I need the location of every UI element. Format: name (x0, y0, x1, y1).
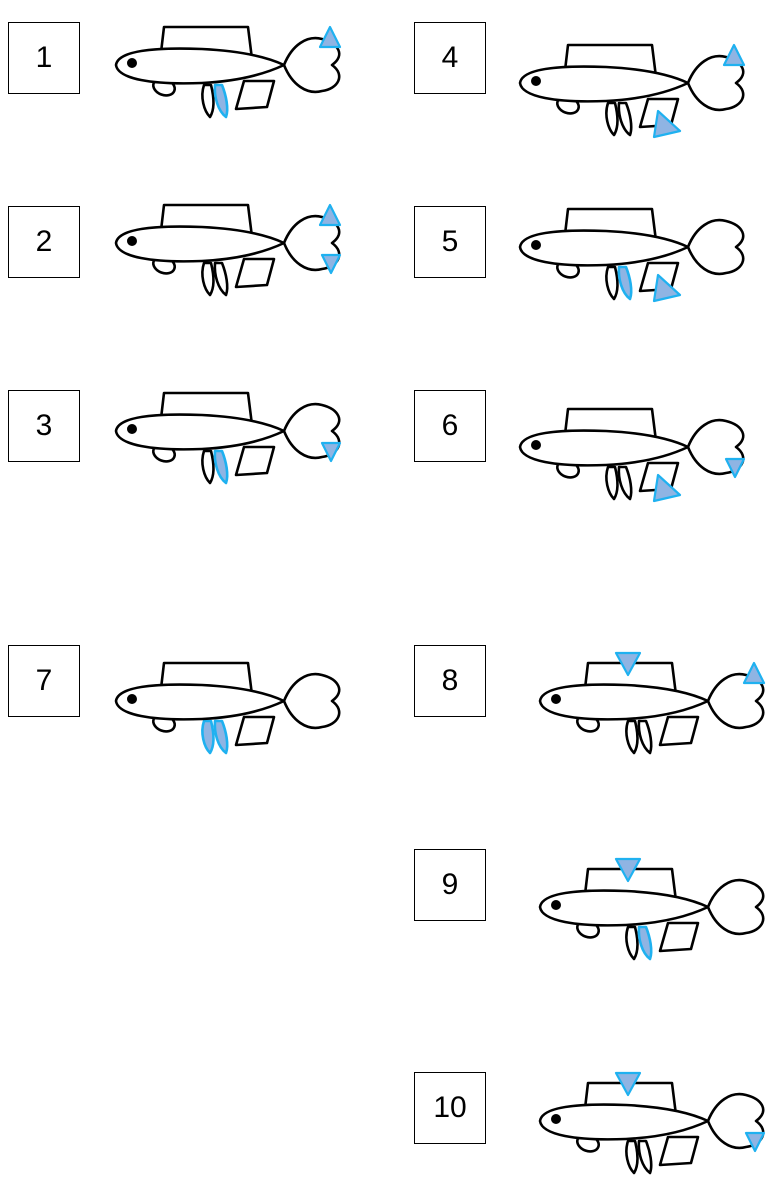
fish-eye (531, 440, 541, 450)
fish-body (540, 685, 708, 720)
fish-drawing (112, 10, 352, 130)
fish-eye (551, 900, 561, 910)
fish-drawing (112, 646, 352, 766)
item-number-label: 10 (433, 1091, 466, 1125)
ventral-rear-fin (236, 259, 274, 287)
ventral-front-fin-left-lobe (606, 267, 617, 299)
fish-drawing (112, 188, 352, 308)
tail-top-marker (320, 27, 340, 47)
item-number-box: 10 (414, 1072, 486, 1144)
item-number-label: 5 (442, 225, 459, 259)
ventral-front-fin-right-lobe (619, 467, 631, 499)
fish-drawing (536, 852, 776, 972)
ventral-front-fin-right-lobe (619, 103, 631, 135)
item-number-label: 4 (442, 41, 459, 75)
fish-eye (531, 76, 541, 86)
item-number-label: 2 (36, 225, 53, 259)
fish-eye (127, 694, 137, 704)
ventral-front-fin-right-lobe (215, 85, 227, 117)
fish-eye (551, 1114, 561, 1124)
fish-body (116, 685, 284, 720)
fish-drawing (516, 192, 756, 312)
item-number-box: 7 (8, 645, 80, 717)
ventral-front-fin-left-lobe (202, 85, 213, 117)
tail-top-marker (724, 45, 744, 65)
fish-eye (127, 58, 137, 68)
item-number-box: 4 (414, 22, 486, 94)
ventral-front-fin-left-lobe (626, 927, 637, 959)
ventral-front-fin-left-lobe (606, 467, 617, 499)
item-number-label: 8 (442, 664, 459, 698)
fish-drawing (516, 392, 756, 512)
fish-drawing (112, 376, 352, 496)
ventral-front-fin-right-lobe (215, 721, 227, 753)
item-number-box: 8 (414, 645, 486, 717)
item-number-box: 2 (8, 206, 80, 278)
item-number-box: 5 (414, 206, 486, 278)
ventral-front-fin-right-lobe (639, 1141, 651, 1173)
ventral-front-fin-left-lobe (626, 1141, 637, 1173)
item-number-label: 1 (36, 41, 53, 75)
ventral-front-fin-left-lobe (626, 721, 637, 753)
item-number-box: 1 (8, 22, 80, 94)
ventral-front-fin-left-lobe (606, 103, 617, 135)
ventral-front-fin-left-lobe (202, 263, 213, 295)
fish-body (540, 891, 708, 926)
fish-drawing (516, 28, 756, 148)
fish-body (116, 415, 284, 450)
item-number-label: 9 (442, 868, 459, 902)
tail-top-marker (744, 663, 764, 683)
ventral-front-fin-left-lobe (202, 721, 213, 753)
fish-drawing (536, 1066, 776, 1186)
item-number-label: 3 (36, 409, 53, 443)
item-number-box: 6 (414, 390, 486, 462)
ventral-rear-fin (236, 717, 274, 745)
fish-eye (531, 240, 541, 250)
ventral-rear-fin (236, 81, 274, 109)
fish-body (520, 231, 688, 266)
item-number-box: 9 (414, 849, 486, 921)
fish-body (520, 431, 688, 466)
tail-top-marker (320, 205, 340, 225)
ventral-rear-fin (660, 1137, 698, 1165)
fish-drawing (536, 646, 776, 766)
ventral-front-fin-right-lobe (619, 267, 631, 299)
ventral-rear-fin (660, 717, 698, 745)
fish-eye (127, 424, 137, 434)
tail-fin (284, 674, 339, 728)
item-number-label: 7 (36, 664, 53, 698)
ventral-front-fin-left-lobe (202, 451, 213, 483)
ventral-front-fin-right-lobe (215, 263, 227, 295)
fish-body (540, 1105, 708, 1140)
tail-fin (708, 880, 763, 934)
fish-eye (551, 694, 561, 704)
fish-body (520, 67, 688, 102)
fish-eye (127, 236, 137, 246)
ventral-front-fin-right-lobe (215, 451, 227, 483)
ventral-rear-fin (236, 447, 274, 475)
item-number-label: 6 (442, 409, 459, 443)
ventral-front-fin-right-lobe (639, 721, 651, 753)
fish-body (116, 49, 284, 84)
tail-fin (688, 220, 743, 274)
ventral-front-fin-right-lobe (639, 927, 651, 959)
fish-body (116, 227, 284, 262)
item-number-box: 3 (8, 390, 80, 462)
ventral-rear-fin (660, 923, 698, 951)
